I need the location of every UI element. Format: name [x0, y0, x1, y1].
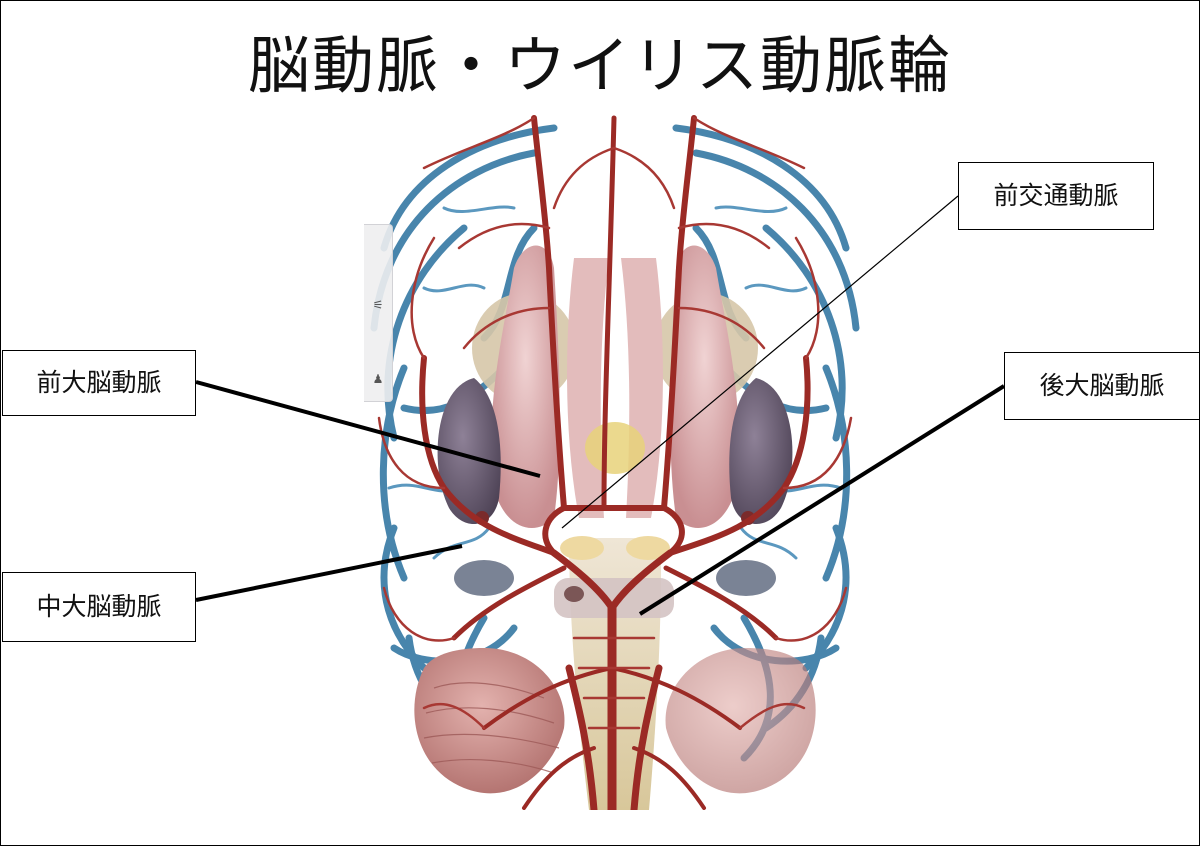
body-figure-icon[interactable]: ♟ [372, 372, 384, 386]
slide-title: 脳動脈・ウイリス動脈輪 [247, 29, 952, 102]
label-posterior-cerebral: 後大脳動脈 [1004, 352, 1200, 420]
layers-icon[interactable]: ⚟ [372, 298, 384, 312]
label-middle-cerebral: 中大脳動脈 [2, 572, 196, 642]
viewer-toolbar: ⚟ ♟ [364, 224, 393, 402]
label-anterior-cerebral: 前大脳動脈 [2, 350, 196, 416]
brain-arteries-figure [364, 108, 866, 810]
label-anterior-communicating: 前交通動脈 [958, 162, 1154, 230]
